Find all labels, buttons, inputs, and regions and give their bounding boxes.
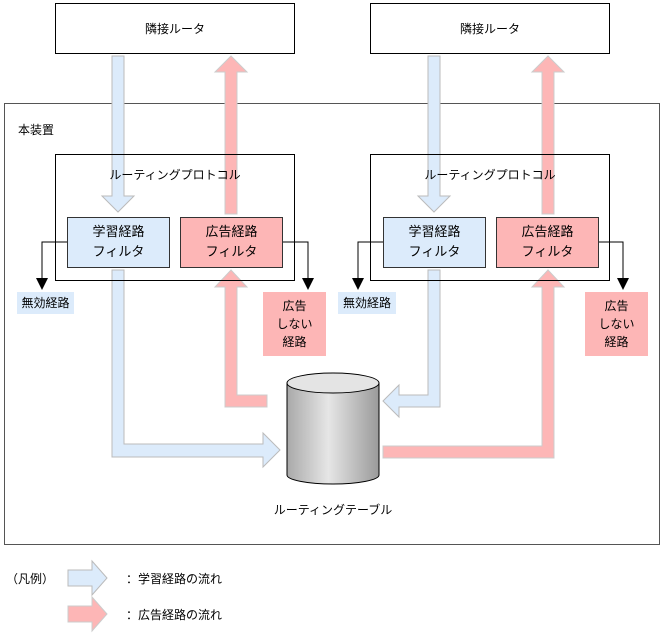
learn-filter-line2: フィルタ bbox=[92, 244, 145, 260]
advert-arrow-out-left bbox=[213, 55, 249, 215]
discard-line-left bbox=[41, 241, 67, 280]
advert-filter-left: 広告経路フィルタ bbox=[180, 217, 283, 268]
no-advert-line1: 広告 bbox=[604, 299, 629, 313]
routing-protocol-label: ルーティングプロトコル bbox=[424, 168, 556, 182]
neighbor-router-left: 隣接ルータ bbox=[55, 3, 295, 54]
legend-learn-label: ：学習経路の流れ bbox=[126, 572, 223, 586]
no-advert-line3: 経路 bbox=[282, 335, 307, 349]
learn-filter-left: 学習経路フィルタ bbox=[67, 217, 170, 268]
learn-arrow-in-right bbox=[416, 55, 452, 213]
advert-arrow-from-table-left bbox=[213, 269, 268, 408]
advert-filter-right: 広告経路フィルタ bbox=[496, 217, 599, 268]
no-advert-line1: 広告 bbox=[282, 299, 307, 313]
advert-filter-line2: フィルタ bbox=[521, 244, 574, 260]
learn-filter-right: 学習経路フィルタ bbox=[383, 217, 486, 268]
learn-arrow-in-left bbox=[100, 55, 136, 213]
reject-arrowhead-right bbox=[617, 278, 629, 290]
routing-table-label: ルーティングテーブル bbox=[273, 503, 393, 517]
no-advert-route-right: 広告しない経路 bbox=[585, 292, 648, 356]
legend-title: （凡例） bbox=[6, 572, 55, 586]
learn-arrow-to-table-left bbox=[111, 269, 281, 469]
reject-line-right bbox=[597, 241, 624, 280]
legend-advert-arrow bbox=[67, 595, 108, 633]
reject-arrowhead-left bbox=[302, 278, 314, 290]
advert-filter-line1: 広告経路 bbox=[521, 224, 574, 240]
invalid-route-left: 無効経路 bbox=[17, 292, 74, 314]
advert-arrow-from-table-right bbox=[382, 269, 566, 459]
learn-arrow-to-table-right bbox=[382, 269, 441, 419]
learn-filter-line1: 学習経路 bbox=[408, 224, 461, 240]
router-label: 隣接ルータ bbox=[459, 22, 520, 36]
discard-arrowhead-left bbox=[36, 278, 48, 290]
neighbor-router-right: 隣接ルータ bbox=[370, 3, 610, 54]
routing-protocol-right bbox=[370, 154, 610, 281]
discard-line-right bbox=[357, 241, 383, 280]
no-advert-line2: しない bbox=[276, 317, 313, 331]
router-label: 隣接ルータ bbox=[144, 22, 205, 36]
no-advert-line2: しない bbox=[598, 317, 635, 331]
legend-advert-label: ：広告経路の流れ bbox=[126, 608, 223, 622]
no-advert-route-left: 広告しない経路 bbox=[263, 292, 326, 356]
reject-line-left bbox=[282, 241, 309, 280]
no-advert-line3: 経路 bbox=[604, 335, 629, 349]
routing-protocol-left bbox=[55, 154, 295, 281]
invalid-route-right: 無効経路 bbox=[338, 292, 396, 314]
legend-learn-arrow bbox=[67, 559, 108, 597]
learn-filter-line1: 学習経路 bbox=[92, 224, 145, 240]
device-title: 本装置 bbox=[18, 123, 55, 137]
discard-arrowhead-right bbox=[352, 278, 364, 290]
routing-protocol-label: ルーティングプロトコル bbox=[109, 168, 241, 182]
device-frame bbox=[4, 103, 660, 545]
routing-table-cylinder bbox=[286, 372, 380, 485]
advert-filter-line2: フィルタ bbox=[205, 244, 258, 260]
advert-filter-line1: 広告経路 bbox=[205, 224, 258, 240]
learn-filter-line2: フィルタ bbox=[408, 244, 461, 260]
advert-arrow-out-right bbox=[530, 55, 566, 215]
